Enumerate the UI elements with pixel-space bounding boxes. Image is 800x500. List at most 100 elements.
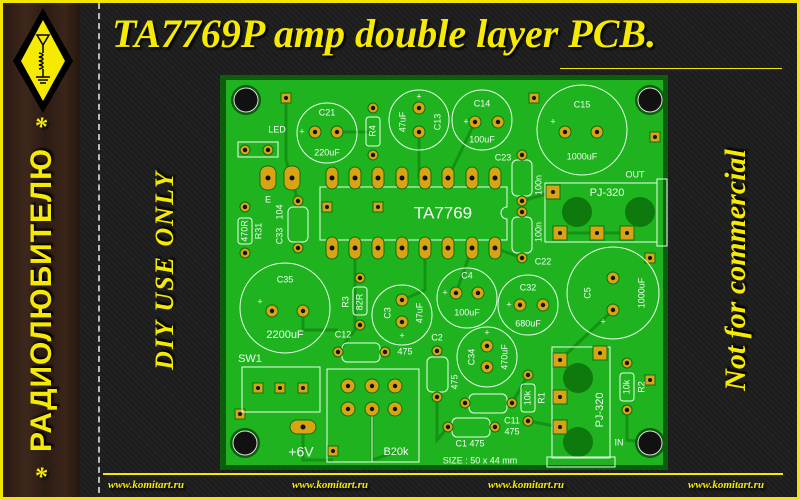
- footer-link[interactable]: www.komitart.ru: [108, 479, 185, 491]
- silkscreen-label: C12: [335, 329, 352, 339]
- page-title: TA7769P amp double layer PCB.: [112, 11, 657, 56]
- silkscreen-label: C21: [319, 107, 336, 117]
- capacitor-c23: C23 100n: [495, 149, 543, 207]
- capacitor-c13: 47uF C13 +: [388, 89, 450, 151]
- silkscreen-label: OUT: [626, 169, 646, 179]
- silkscreen-label: 10k: [522, 390, 532, 405]
- mounting-holes: [230, 85, 665, 458]
- asterisk-top: *: [34, 112, 47, 141]
- led: LED: [237, 124, 286, 158]
- silkscreen-label: C1 475: [455, 438, 484, 448]
- silkscreen-label: SW1: [238, 353, 262, 365]
- capacitor-c33: C33 104: [274, 195, 309, 254]
- silkscreen-label: +: [506, 299, 511, 309]
- silkscreen-label: C3: [382, 307, 392, 319]
- silkscreen-label: C32: [520, 282, 537, 292]
- silkscreen-label: 2200uF: [266, 329, 304, 341]
- silkscreen-label: +: [257, 296, 262, 306]
- silkscreen-label: C4: [461, 270, 473, 280]
- silkscreen-label: 475: [397, 346, 412, 356]
- silkscreen-label: +: [442, 287, 447, 297]
- silkscreen-label: C5: [582, 287, 592, 299]
- footer-divider: [103, 473, 783, 475]
- power-input: +6V: [288, 419, 317, 460]
- silkscreen-label: B20k: [383, 446, 409, 458]
- silkscreen-label: PJ-320: [594, 393, 606, 428]
- silkscreen-label: C22: [535, 256, 552, 266]
- switch-sw1: SW1: [238, 353, 321, 413]
- silkscreen-label: R3: [340, 296, 350, 308]
- silkscreen-label: +6V: [288, 444, 314, 460]
- silkscreen-label: TA7769: [414, 203, 472, 222]
- jack-in-pj320: PJ-320 IN: [546, 345, 624, 468]
- silkscreen-label: +: [399, 330, 404, 340]
- silkscreen-label: 1000uF: [636, 277, 646, 308]
- silkscreen-label: 104: [274, 204, 284, 219]
- silkscreen-label: C34: [466, 349, 476, 366]
- silkscreen-label: 680uF: [515, 318, 541, 328]
- capacitor-c1: C1 475: [442, 417, 501, 448]
- stitch-line: [98, 3, 100, 493]
- silkscreen-label: +: [484, 327, 489, 337]
- silkscreen-label: 100uF: [454, 307, 480, 317]
- ic-ta7769: TA7769: [319, 166, 508, 260]
- silkscreen-label: 220uF: [314, 147, 340, 157]
- silkscreen-label: 475: [504, 426, 519, 436]
- capacitor-c14: C14 100uF +: [451, 89, 513, 151]
- potentiometer-b20k: B20k: [326, 368, 420, 463]
- silkscreen-label: C2: [431, 332, 443, 342]
- board-size-label: SIZE : 50 x 44 mm: [443, 455, 518, 465]
- silkscreen-label: C14: [474, 98, 491, 108]
- silkscreen-label: 47uF: [397, 111, 407, 132]
- silkscreen-label: 475: [449, 374, 459, 389]
- silkscreen-label: C13: [432, 114, 442, 131]
- resistor-r3: R3 82R: [340, 272, 368, 331]
- capacitor-c12: C12 475: [332, 329, 413, 363]
- silkscreen-label: 100uF: [469, 134, 495, 144]
- silkscreen-label: R31: [253, 223, 263, 240]
- silkscreen-label: 10k: [621, 379, 631, 394]
- silkscreen-label: 470uF: [499, 344, 509, 370]
- silkscreen-label: 100n: [533, 175, 543, 195]
- silkscreen-label: R2: [636, 381, 646, 393]
- traces: [284, 98, 651, 463]
- silkscreen-label: +: [463, 116, 468, 126]
- resistor-r2: 10k R2: [619, 357, 646, 416]
- silkscreen-label: +: [600, 316, 605, 326]
- silkscreen-label: C35: [277, 274, 294, 284]
- footer-link[interactable]: www.komitart.ru: [688, 479, 765, 491]
- silkscreen-label: 100n: [533, 222, 543, 242]
- capacitor-c15: C15 1000uF +: [536, 84, 628, 176]
- silkscreen-label: 1000uF: [567, 151, 598, 161]
- silkscreen-label: 470R: [239, 220, 249, 242]
- silkscreen-label: +: [550, 116, 555, 126]
- capacitor-c5: C5 1000uF +: [566, 246, 660, 340]
- silkscreen-label: R1: [536, 392, 546, 404]
- silkscreen-label: C15: [574, 99, 591, 109]
- silkscreen-label: C23: [495, 152, 512, 162]
- title-underline: [560, 68, 782, 69]
- capacitor-c35: C35 2200uF +: [239, 262, 331, 354]
- resistor-r4: R4: [365, 102, 381, 161]
- capacitor-c3: C3 47uF +: [371, 284, 433, 346]
- capacitor-c32: C32 680uF +: [497, 274, 559, 336]
- silkscreen-label: C33: [274, 228, 284, 245]
- resistor-r1: 10k R1: [520, 369, 546, 427]
- capacitor-c2: C2 475: [426, 332, 459, 403]
- jack-out-pj320: PJ-320 OUT: [544, 169, 668, 247]
- ham-radio-logo-icon: [13, 8, 73, 113]
- footer-link[interactable]: www.komitart.ru: [488, 479, 565, 491]
- footer-link[interactable]: www.komitart.ru: [292, 479, 369, 491]
- capacitor-c4: C4 100uF +: [436, 267, 498, 329]
- silkscreen-label: LED: [268, 124, 286, 134]
- resistor-r31: 470R R31: [237, 201, 263, 259]
- capacitor-c22: C22 100n: [511, 206, 552, 266]
- silkscreen-label: +: [416, 91, 421, 101]
- asterisk-bottom: *: [34, 462, 47, 491]
- silkscreen-label: PJ-320: [590, 187, 625, 199]
- capacitor-c34: C34 470uF +: [456, 326, 518, 388]
